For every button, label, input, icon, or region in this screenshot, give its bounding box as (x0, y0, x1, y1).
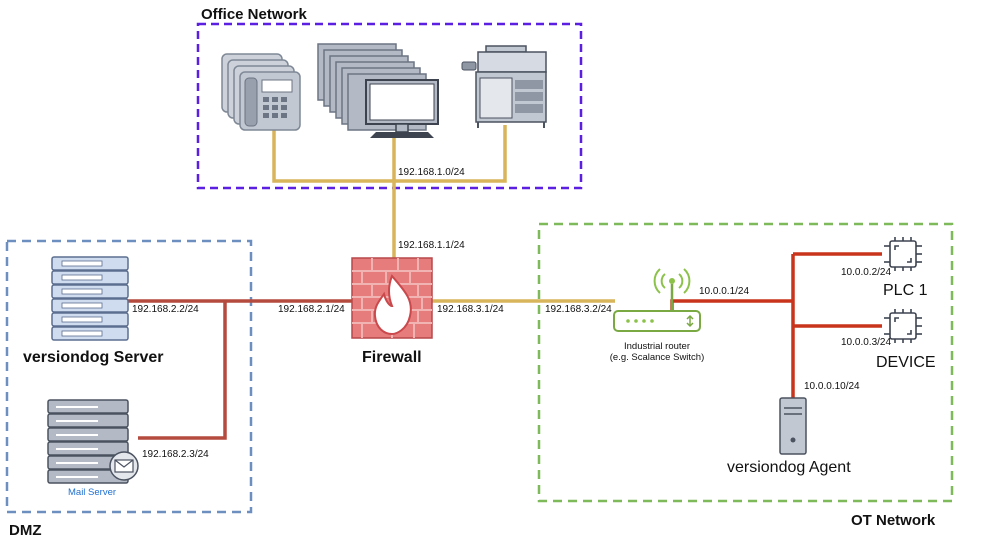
printer-icon (461, 45, 547, 128)
chip-icon (884, 237, 922, 271)
tower-pc-icon (779, 397, 807, 455)
versiondog-server-label: versiondog Server (23, 349, 164, 366)
dmz-title: DMZ (9, 522, 42, 539)
ip-firewall-office: 192.168.1.1/24 (398, 240, 465, 251)
ip-plc1: 10.0.0.2/24 (841, 267, 892, 278)
firewall-icon (351, 257, 433, 339)
office-links (272, 125, 615, 303)
dmz-links (128, 299, 352, 440)
router-icon (613, 268, 701, 332)
phone-icon (221, 53, 301, 131)
chip-icon (884, 309, 922, 343)
mail-server-icon (47, 399, 139, 484)
ip-router-lan: 10.0.0.1/24 (699, 286, 750, 297)
computer-icon (317, 43, 439, 138)
ip-router-wan: 192.168.3.2/24 (545, 304, 612, 315)
versiondog-agent-label: versiondog Agent (727, 459, 851, 476)
office-network-title: Office Network (201, 6, 307, 23)
ip-agent: 10.0.0.10/24 (804, 381, 860, 392)
mail-server-label: Mail Server (68, 487, 117, 498)
server-icon (51, 256, 129, 341)
ip-mail-server: 192.168.2.3/24 (142, 449, 209, 460)
ot-network-title: OT Network (851, 512, 936, 529)
ip-device: 10.0.0.3/24 (841, 337, 892, 348)
ip-firewall-dmz: 192.168.2.1/24 (278, 304, 345, 315)
router-label: Industrial router (e.g. Scalance Switch) (605, 341, 709, 363)
device-label: DEVICE (876, 354, 936, 371)
ip-server: 192.168.2.2/24 (132, 304, 199, 315)
dmz-boundary (5, 239, 253, 514)
plc1-label: PLC 1 (883, 282, 928, 299)
ip-office-subnet: 192.168.1.0/24 (398, 167, 465, 178)
router-label-line1: Industrial router (623, 341, 690, 352)
router-label-line2: (e.g. Scalance Switch) (609, 352, 705, 363)
ip-firewall-ot: 192.168.3.1/24 (437, 304, 504, 315)
firewall-label: Firewall (362, 349, 422, 366)
